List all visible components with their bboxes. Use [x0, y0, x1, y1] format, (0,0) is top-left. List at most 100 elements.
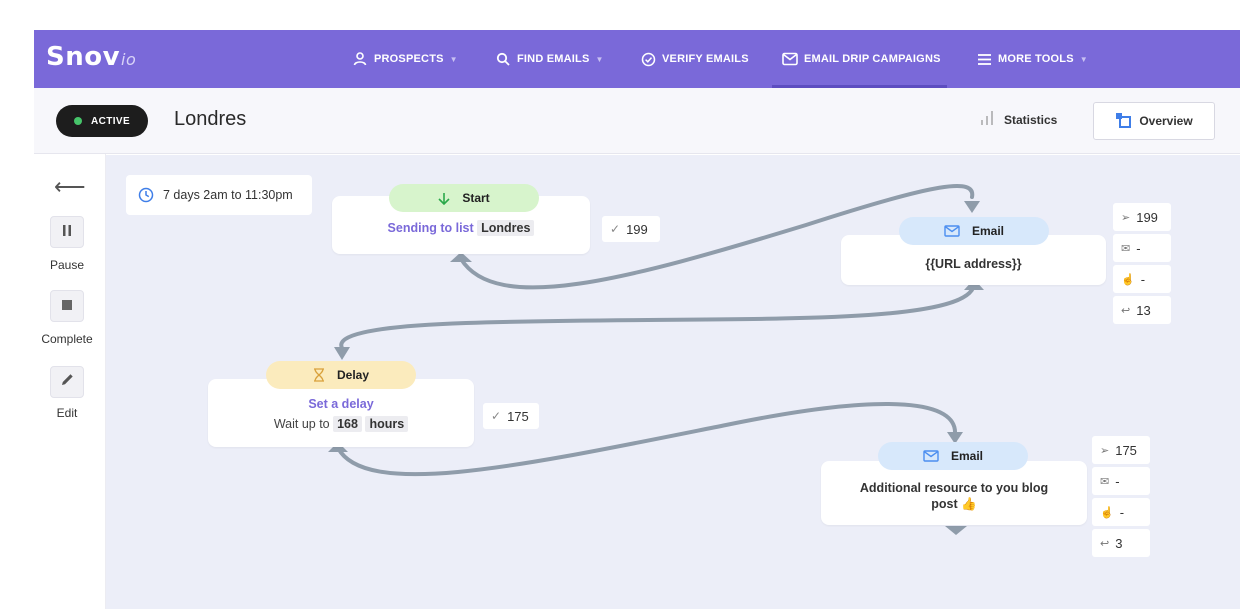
campaign-flow-canvas: 7 days 2am to 11:30pm Sending to list Lo…	[106, 155, 1240, 609]
email1-replied-count: 13	[1136, 302, 1151, 318]
back-arrow-icon[interactable]: ⟵	[54, 174, 86, 199]
pause-label: Pause	[49, 258, 85, 272]
stop-icon	[62, 297, 72, 315]
email1-opened-stat: ✉-	[1113, 234, 1171, 262]
edit-label: Edit	[56, 406, 78, 420]
status-toggle[interactable]: ACTIVE	[56, 105, 148, 137]
connector-delay-email2	[336, 402, 958, 477]
open-envelope-icon: ✉	[1100, 475, 1110, 488]
email2-step-card[interactable]: Additional resource to you blog post 👍	[821, 461, 1087, 525]
email1-subject: {{URL address}}	[925, 257, 1022, 271]
delay-tag: Delay	[266, 361, 416, 389]
reply-icon: ↩	[1121, 304, 1131, 317]
nav-prospects[interactable]: PROSPECTS ▼	[352, 30, 458, 88]
email2-clicked-count: -	[1119, 504, 1125, 520]
delay-tag-label: Delay	[336, 368, 370, 382]
start-step-text: Sending to list Londres	[332, 220, 590, 236]
delay-count: 175	[507, 408, 529, 424]
nav-more-tools-label: MORE TOOLS	[998, 53, 1074, 65]
email2-replied-stat: ↩3	[1092, 529, 1150, 557]
email1-opened-count: -	[1136, 240, 1141, 256]
search-icon	[495, 51, 511, 67]
delay-wait-text: Wait up to 168 hours	[208, 416, 474, 432]
statistics-button[interactable]: Statistics	[980, 110, 1057, 129]
delay-unit-chip: hours	[365, 416, 409, 432]
bar-chart-icon	[980, 110, 994, 129]
email1-clicked-stat: ☝-	[1113, 265, 1171, 293]
send-icon: ➢	[1121, 211, 1131, 224]
connector-email1-delay	[339, 283, 976, 350]
email1-sent-count: 199	[1136, 209, 1158, 225]
schedule-box[interactable]: 7 days 2am to 11:30pm	[126, 175, 312, 215]
hourglass-icon	[313, 368, 325, 382]
complete-button[interactable]	[50, 290, 84, 322]
email2-opened-count: -	[1115, 473, 1120, 489]
arrow-down-icon	[438, 192, 450, 205]
email2-sent-count: 175	[1115, 442, 1137, 458]
connector-start-email1	[459, 184, 975, 290]
email1-tag: Email	[899, 217, 1049, 245]
snovio-logo[interactable]: Snovio	[46, 42, 137, 72]
nav-more-tools[interactable]: MORE TOOLS ▼	[976, 30, 1088, 88]
edit-button[interactable]	[50, 366, 84, 398]
reply-icon: ↩	[1100, 537, 1110, 550]
delay-title: Set a delay	[308, 397, 374, 411]
email2-opened-stat: ✉-	[1092, 467, 1150, 495]
start-tag-label: Start	[462, 191, 490, 205]
status-dot	[73, 117, 82, 125]
email2-replied-count: 3	[1115, 535, 1123, 551]
overview-button[interactable]: Overview	[1093, 102, 1215, 140]
campaign-title: Londres	[174, 108, 247, 130]
statistics-label: Statistics	[1004, 112, 1058, 127]
start-count: 199	[626, 221, 648, 237]
arrow-head	[450, 252, 472, 262]
envelope-icon	[782, 51, 798, 67]
arrow-head	[964, 201, 980, 213]
nav-find-emails-label: FIND EMAILS	[517, 53, 590, 65]
left-sidebar: ⟵ Pause Complete Edit	[34, 154, 106, 609]
nav-email-drip-campaigns-label: EMAIL DRIP CAMPAIGNS	[804, 53, 941, 65]
email2-sent-stat: ➢175	[1092, 436, 1150, 464]
email1-tag-label: Email	[971, 224, 1004, 238]
chevron-down-icon: ▼	[595, 54, 604, 64]
envelope-icon	[923, 450, 939, 462]
person-icon	[352, 51, 368, 67]
pause-icon	[62, 223, 72, 241]
nav-verify-emails[interactable]: VERIFY EMAILS	[640, 30, 749, 88]
list-name-chip: Londres	[477, 220, 535, 236]
nav-prospects-label: PROSPECTS	[374, 53, 444, 65]
overview-label: Overview	[1139, 114, 1193, 128]
email2-tag-label: Email	[950, 449, 983, 463]
arrow-head	[945, 526, 967, 535]
arrow-head	[334, 347, 350, 360]
pause-button[interactable]	[50, 216, 84, 248]
arrow-head	[947, 432, 963, 444]
nav-email-drip-campaigns[interactable]: EMAIL DRIP CAMPAIGNS	[772, 30, 947, 88]
email1-clicked-count: -	[1140, 271, 1146, 287]
delay-count-badge: ✓ 175	[483, 403, 539, 429]
flow-connectors	[328, 184, 984, 535]
clock-icon	[138, 187, 154, 203]
nav-find-emails[interactable]: FIND EMAILS ▼	[495, 30, 604, 88]
pencil-icon	[61, 373, 74, 391]
pointer-icon: ☝	[1121, 273, 1135, 286]
chevron-down-icon: ▼	[1079, 54, 1088, 64]
email1-sent-stat: ➢ 199	[1113, 203, 1171, 231]
check-circle-icon	[640, 51, 656, 67]
start-tag: Start	[389, 184, 539, 212]
menu-icon	[976, 51, 992, 67]
overview-icon	[1115, 112, 1132, 131]
delay-step-card[interactable]: Set a delay Wait up to 168 hours	[208, 379, 474, 447]
check-icon: ✓	[610, 222, 621, 236]
email2-subject-line2: post 👍	[931, 497, 977, 511]
delay-value-chip: 168	[333, 416, 362, 432]
start-count-badge: ✓ 199	[602, 216, 660, 242]
nav-verify-emails-label: VERIFY EMAILS	[662, 53, 749, 65]
chevron-down-icon: ▼	[449, 54, 458, 64]
campaign-header: ACTIVE Londres Statistics Overview	[34, 88, 1240, 154]
pointer-icon: ☝	[1100, 506, 1114, 519]
envelope-icon	[944, 225, 960, 237]
top-navigation: Snovio PROSPECTS ▼ FIND EMAILS ▼ VERIFY …	[34, 30, 1240, 88]
check-icon: ✓	[491, 409, 502, 423]
